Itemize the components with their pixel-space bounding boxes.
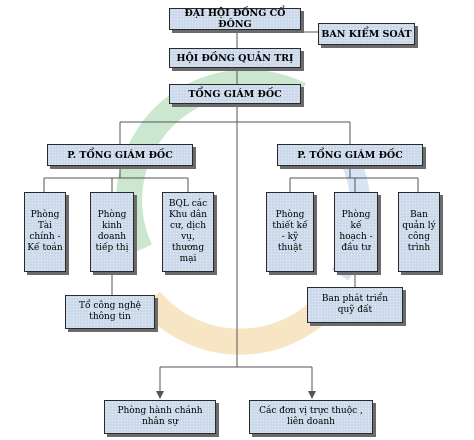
node-it-team: Tổ công nghệ thông tin (65, 295, 155, 329)
node-residential-mgmt: BQL các Khu dân cư, dịch vụ, thương mại (162, 192, 214, 272)
node-shareholders-meeting: ĐẠI HỘI ĐỒNG CỔ ĐÔNG (169, 8, 301, 30)
node-board-of-directors: HỘI ĐỒNG QUẢN TRỊ (169, 48, 301, 68)
node-planning-dept: Phòng kế hoạch - đầu tư (334, 192, 378, 272)
node-admin-hr-dept: Phòng hành chánh nhân sự (104, 400, 216, 434)
node-deputy-director-left: P. TỔNG GIÁM ĐỐC (47, 144, 193, 166)
node-design-dept: Phòng thiết kế - kỹ thuật (266, 192, 314, 272)
node-land-fund-board: Ban phát triển quỹ đất (307, 287, 403, 323)
node-supervisory-board: BAN KIỂM SOÁT (318, 23, 415, 45)
node-finance-dept: Phòng Tài chính - Kế toán (24, 192, 66, 272)
node-deputy-director-right: P. TỔNG GIÁM ĐỐC (277, 144, 423, 166)
node-sales-dept: Phòng kinh doanh tiếp thị (90, 192, 134, 272)
node-construction-mgmt: Ban quản lý công trình (398, 192, 440, 272)
node-general-director: TỔNG GIÁM ĐỐC (169, 84, 301, 104)
node-subsidiaries: Các đơn vị trực thuộc , liên doanh (249, 400, 373, 434)
